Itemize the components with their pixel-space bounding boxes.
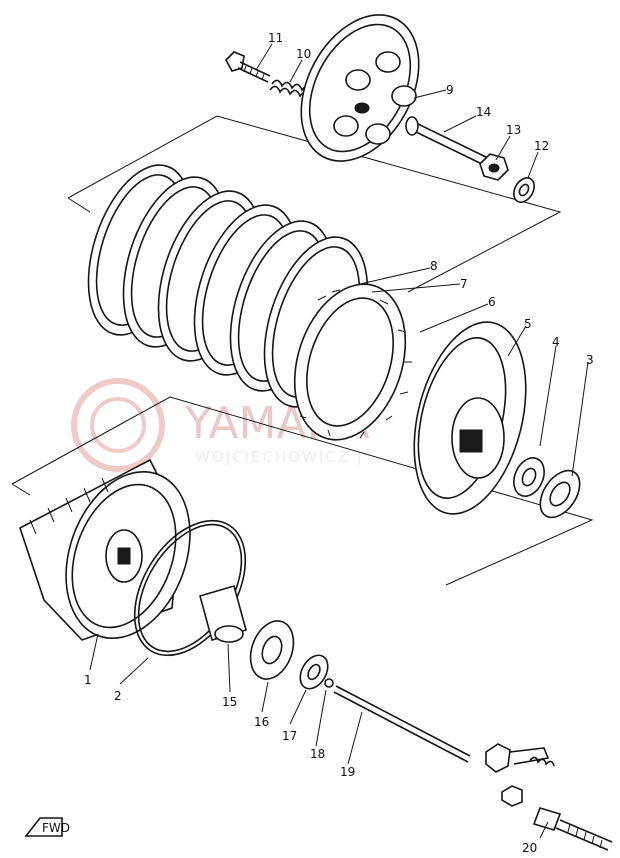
fwd-label: FWD	[42, 821, 70, 835]
callout-12: 12	[534, 139, 549, 153]
callout-4: 4	[552, 335, 560, 349]
callout-3: 3	[586, 353, 594, 367]
push-lever-part	[485, 743, 613, 851]
clutch-housing-part	[19, 458, 191, 641]
callout-19: 19	[340, 765, 355, 779]
watermark-subtitle: WOJCIECHOWICZ |	[195, 448, 364, 466]
callout-labels: 11 10 9 14 13 12 8 7 6 5 4 3 1 2 15 16 1…	[84, 31, 594, 855]
pressure-plate-part	[300, 14, 420, 162]
callout-6: 6	[488, 295, 496, 309]
bolt-part	[225, 51, 271, 83]
group-outline-lower	[11, 396, 594, 586]
long-push-rod-part	[333, 685, 471, 763]
group-outline-plates	[67, 115, 562, 293]
push-rod-part	[405, 116, 489, 167]
thrust-washer-part	[513, 457, 545, 497]
callout-7: 7	[460, 277, 468, 291]
washer-part	[513, 177, 535, 203]
lock-washer-part	[539, 469, 581, 519]
callout-11: 11	[268, 31, 283, 45]
callout-1: 1	[84, 673, 92, 687]
callout-18: 18	[310, 747, 325, 761]
sleeve-part	[199, 585, 247, 643]
ball-part	[324, 678, 334, 688]
callout-15: 15	[222, 695, 237, 709]
primary-drive-gear-part	[249, 620, 295, 680]
callout-16: 16	[254, 715, 269, 729]
leader-lines	[89, 43, 589, 839]
callout-13: 13	[506, 123, 521, 137]
callout-17: 17	[282, 729, 297, 743]
fwd-arrow: FWD	[24, 817, 70, 837]
clutch-boss-part	[413, 321, 527, 515]
washer-17-part	[299, 654, 329, 690]
callout-8: 8	[430, 259, 438, 273]
callout-20: 20	[522, 841, 537, 855]
callout-2: 2	[114, 689, 122, 703]
callout-5: 5	[524, 317, 532, 331]
nut-part	[479, 153, 509, 181]
callout-9: 9	[446, 83, 454, 97]
callout-14: 14	[476, 105, 491, 119]
callout-10: 10	[296, 47, 311, 61]
clutch-plate-stack	[87, 164, 412, 441]
